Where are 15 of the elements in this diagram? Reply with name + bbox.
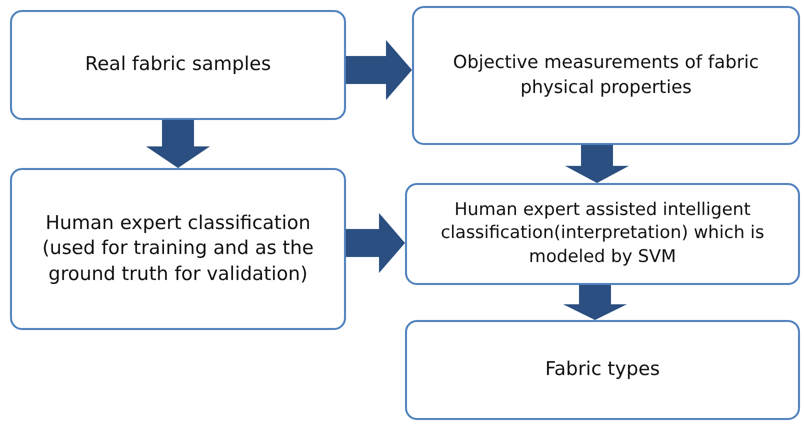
process-box bbox=[405, 320, 800, 420]
box-text: Objective measurements of fabric physical properties bbox=[452, 51, 760, 100]
box-text: Human expert classification (used for training and as the ground truth for validation) bbox=[41, 210, 315, 287]
process-box bbox=[10, 168, 346, 330]
process-box bbox=[10, 10, 346, 120]
box-text: Fabric types bbox=[545, 357, 660, 382]
block-arrow bbox=[346, 213, 405, 273]
box-text: Real fabric samples bbox=[85, 52, 271, 78]
process-box bbox=[405, 183, 800, 285]
block-arrow bbox=[146, 120, 210, 168]
block-arrow bbox=[565, 145, 629, 183]
block-arrow bbox=[563, 285, 627, 320]
process-box bbox=[412, 6, 800, 145]
box-text: Human expert assisted intelligent classification(interpretation) which is modeled by SVM bbox=[440, 198, 766, 269]
block-arrow bbox=[346, 40, 412, 100]
